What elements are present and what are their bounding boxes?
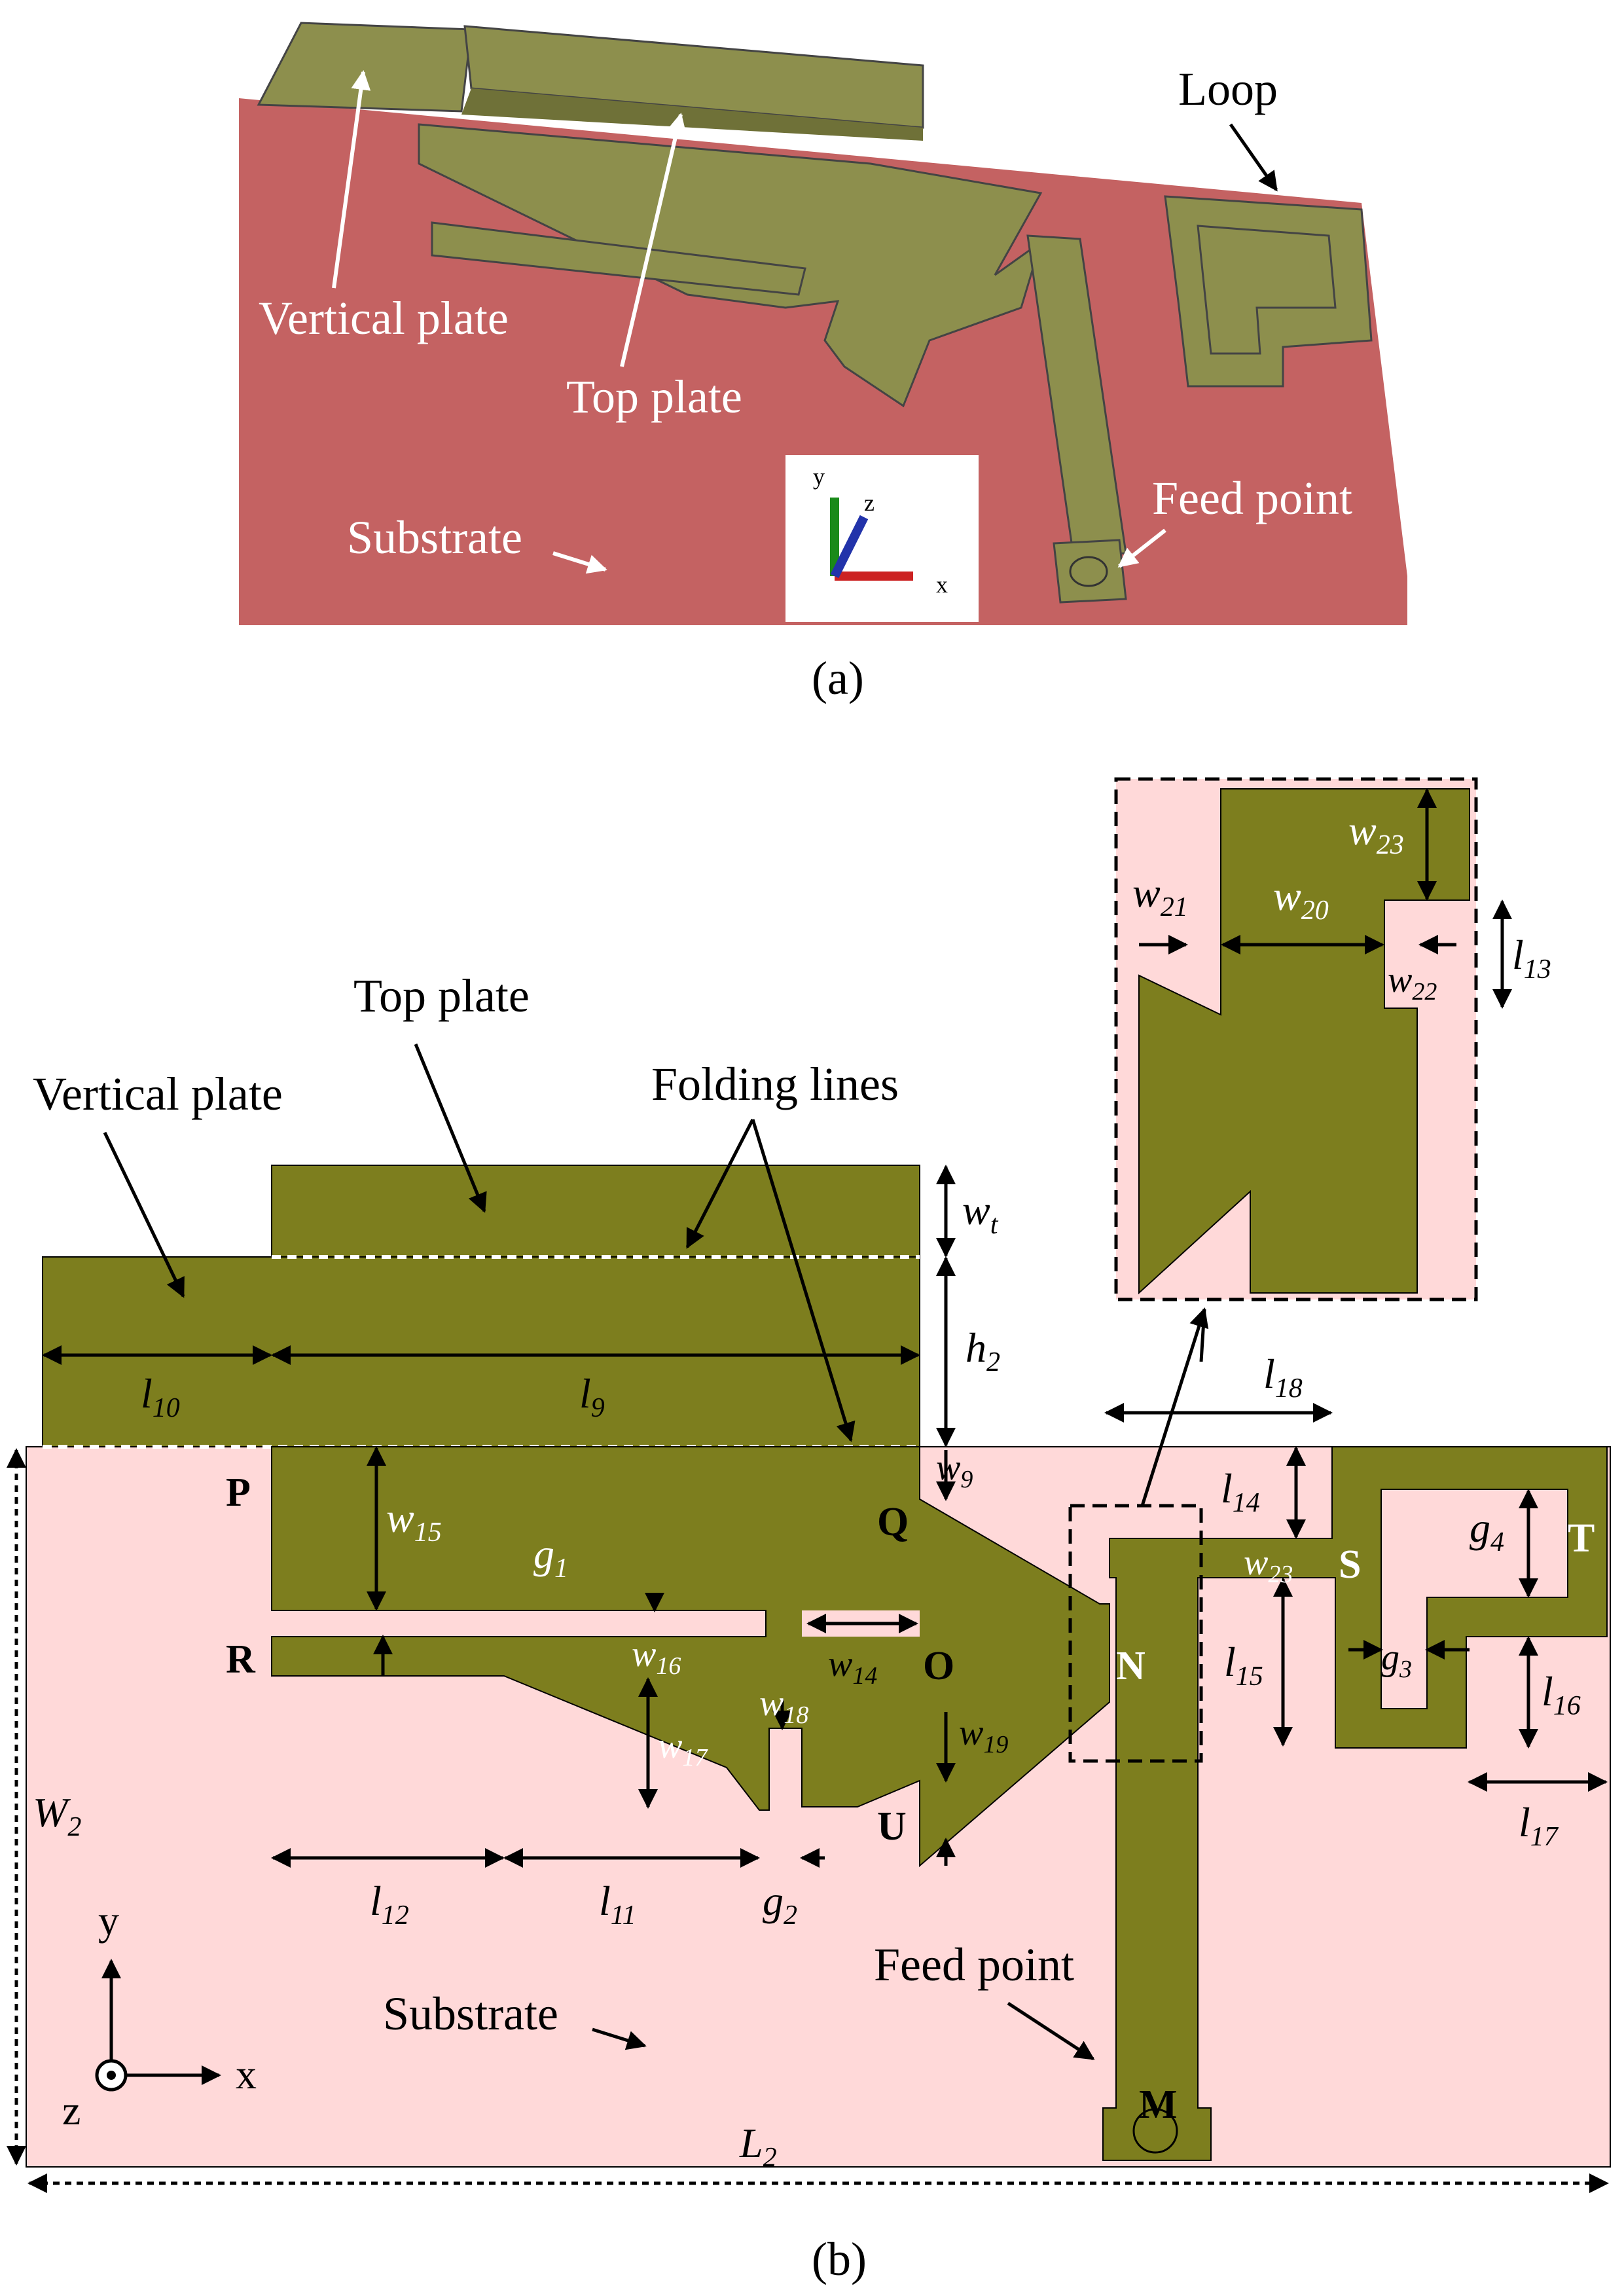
dim-g4: g4 [1470,1504,1504,1557]
dim-w20: w20 [1273,873,1329,926]
dim-l10: l10 [141,1370,180,1423]
inset-metal [1138,788,1470,1295]
panel-b: Top plate Vertical plate Folding lines S… [7,777,1611,2285]
dim-l13: l13 [1512,932,1551,985]
dim-l18: l18 [1263,1351,1303,1404]
axis-y-label-b: y [98,1897,119,1944]
vertical-plate-3d [257,22,473,113]
dim-l9: l9 [579,1370,605,1423]
dim-w14: w14 [828,1644,877,1690]
folding-arrow-2 [751,1119,856,1442]
dim-l14: l14 [1221,1465,1260,1518]
dim-w18: w18 [759,1683,808,1729]
axes-icon-box [785,455,979,622]
slot-strip-3d [431,221,806,296]
axis-x-label-a: x [936,572,948,598]
dim-g2: g2 [763,1878,797,1931]
feed-point-3d [1069,556,1108,587]
feed-point-label-a: Feed point [1152,472,1352,524]
z-axis-icon [830,515,869,579]
vertical-plate-label-a: Vertical plate [259,292,509,344]
point-u: U [877,1804,907,1849]
point-t: T [1568,1516,1595,1561]
dim-l12: l12 [370,1878,409,1931]
dim-w16: w16 [632,1634,681,1680]
folding-lines-label: Folding lines [651,1058,899,1110]
vertical-plate-label-b: Vertical plate [33,1068,283,1120]
substrate-label-b: Substrate [383,1988,558,2040]
substrate-arrow-b [592,2027,647,2050]
dim-g3: g3 [1381,1637,1412,1683]
feed-pad-3d [1053,539,1127,604]
dim-w19: w19 [959,1713,1008,1758]
dim-w21: w21 [1132,869,1188,922]
feed-line-2d [1102,1446,1608,2161]
dim-w23: w23 [1244,1542,1293,1588]
loop-3d [1164,195,1373,388]
inset-source-box [1068,1504,1203,1763]
feed-point-arrow-b [1007,2001,1095,2061]
point-r: R [226,1637,256,1682]
dim-l16: l16 [1542,1668,1581,1721]
top-plate-arrow-b [414,1044,487,1213]
top-plate-label-b: Top plate [353,970,530,1022]
point-m: M [1139,2082,1178,2127]
substrate-label-a: Substrate [347,511,522,564]
axis-z-label-a: z [864,490,875,516]
panel-a: y z x Loop Vertical plate Top plate Subs… [239,22,1407,704]
feed-point-arrow-a [1117,528,1166,568]
dim-L2: L2 [739,2120,777,2173]
dim-wt: wt [962,1187,999,1240]
point-q: Q [877,1500,909,1544]
top-plate-label-a: Top plate [566,371,742,423]
dim-w15: w15 [386,1495,442,1548]
dim-w9: w9 [936,1447,973,1493]
axis-z-label-b: z [62,2087,81,2134]
feed-point-2d [1132,2108,1178,2154]
point-o: O [923,1644,954,1688]
point-s: S [1339,1542,1361,1587]
point-n: N [1116,1644,1146,1688]
feed-point-label-b: Feed point [874,1938,1074,1991]
dim-w22: w22 [1388,960,1437,1006]
folding-arrow-1 [685,1118,755,1249]
dim-w23-inset: w23 [1348,807,1404,860]
dim-h2: h2 [965,1324,1000,1377]
substrate-arrow-a [552,551,607,574]
loop-arrow [1229,123,1278,192]
axis-z-dot [107,2071,116,2080]
top-plate-arrow-a [620,113,687,367]
caption-a: (a) [812,652,864,704]
point-p: P [226,1470,251,1515]
dim-l11: l11 [599,1878,636,1931]
top-plate-2d [271,1165,920,1258]
vertical-plate-arrow-a [332,70,371,289]
dim-l15: l15 [1224,1639,1263,1692]
axis-y-label-a: y [813,463,825,490]
caption-b: (b) [812,2233,867,2285]
dim-l17: l17 [1519,1799,1559,1852]
top-plate-edge [461,88,923,141]
dim-g1: g1 [533,1531,568,1584]
loop-label: Loop [1178,63,1278,115]
dim-W2: W2 [33,1789,81,1842]
vertical-plate-arrow-b [103,1131,185,1298]
dim-w17: w17 [658,1726,708,1771]
axis-x-label-b: x [236,2051,257,2097]
